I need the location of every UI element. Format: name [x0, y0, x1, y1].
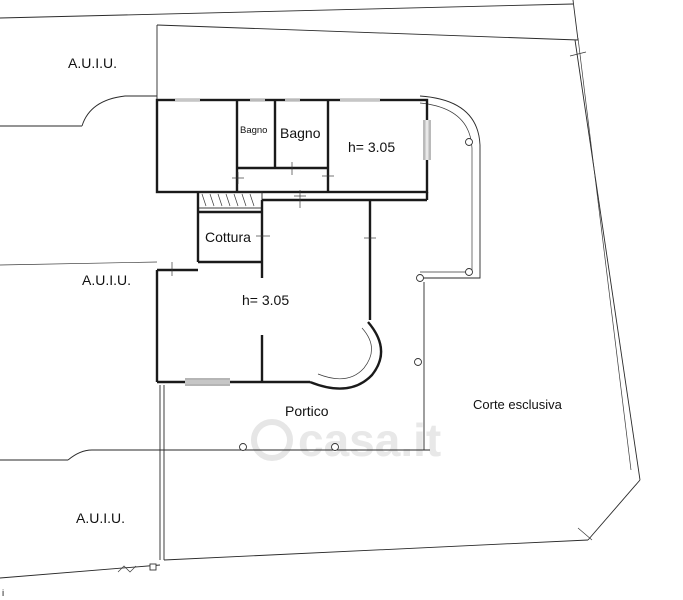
label-portico: Portico	[285, 403, 329, 419]
watermark-logo: casa.it	[251, 414, 441, 466]
site-boundaries	[0, 0, 641, 579]
building-walls	[155, 95, 481, 450]
label-cottura: Cottura	[205, 229, 251, 245]
room-labels: A.U.I.U. A.U.I.U. A.U.I.U. Bagno Bagno h…	[2, 55, 563, 599]
label-height-main: h= 3.05	[242, 292, 289, 308]
label-corte-esclusiva: Corte esclusiva	[473, 397, 563, 412]
watermark-house-icon	[251, 419, 293, 461]
label-bagno: Bagno	[280, 125, 321, 141]
label-height-top: h= 3.05	[348, 139, 395, 155]
columns	[239, 138, 473, 451]
label-bagno-small: Bagno	[240, 125, 267, 136]
label-auiu-top: A.U.I.U.	[68, 55, 117, 71]
watermark-text: casa.it	[298, 414, 441, 466]
corner-mark: i	[2, 588, 4, 599]
label-auiu-bottom: A.U.I.U.	[76, 510, 125, 526]
label-auiu-mid: A.U.I.U.	[82, 272, 131, 288]
